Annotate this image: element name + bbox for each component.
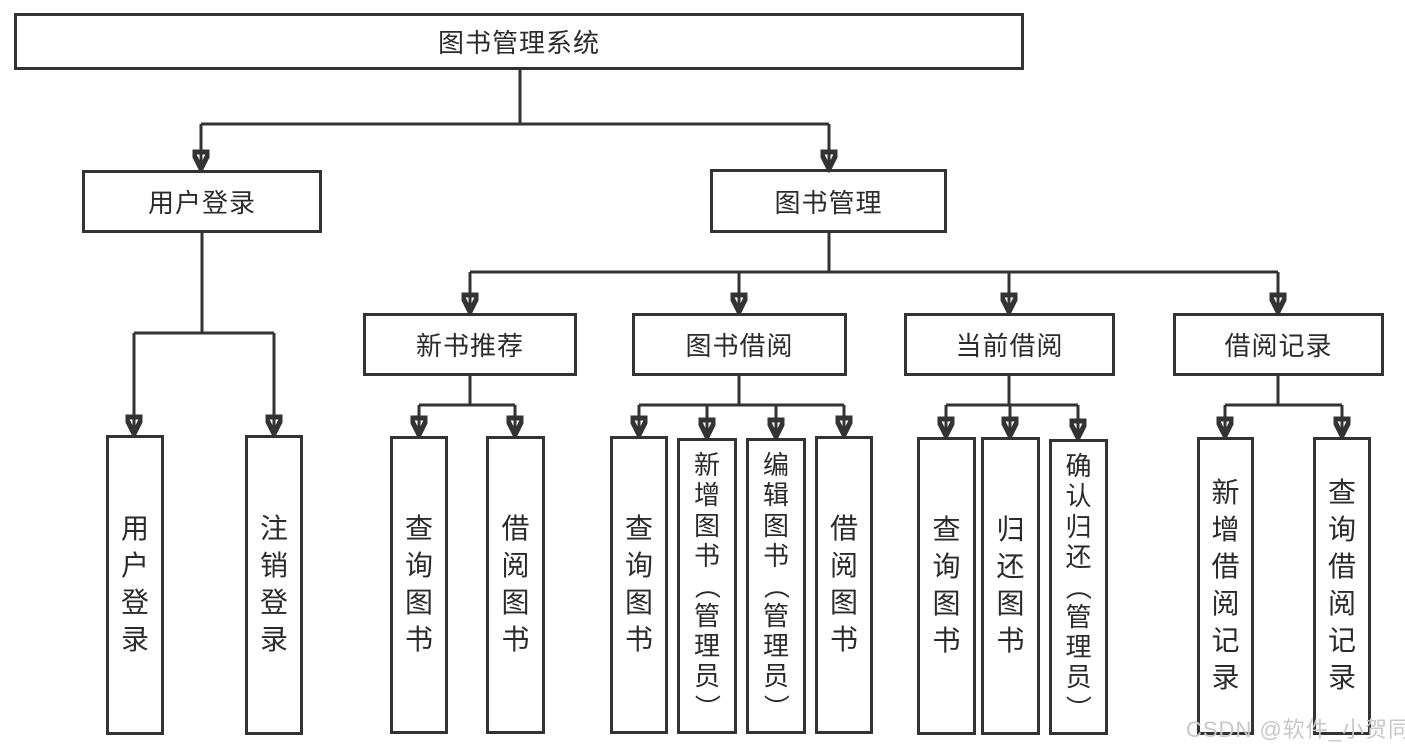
leaf-query-borrow-record: 查询借阅记录 — [1313, 437, 1371, 735]
leaf-return-book-label: 归还图书 — [996, 514, 1025, 656]
leaf-query-book-recommend-label: 查询图书 — [404, 513, 433, 655]
leaf-query-borrow-record-label: 查询借阅记录 — [1327, 477, 1356, 693]
connector-bookborrow-to-leaves — [639, 376, 844, 436]
node-current-borrow-label: 当前借阅 — [955, 331, 1064, 361]
leaf-query-book-borrow: 查询图书 — [610, 436, 668, 734]
leaf-confirm-return-admin-label: 确认归还（管理员） — [1063, 451, 1094, 721]
connector-root-to-level2 — [201, 70, 829, 168]
leaf-logout: 注销登录 — [245, 435, 303, 735]
connector-userlogin-to-leaves — [134, 233, 274, 433]
leaf-borrow-book-recommend: 借阅图书 — [486, 436, 545, 734]
leaf-add-borrow-record: 新增借阅记录 — [1197, 437, 1254, 735]
node-book-borrow: 图书借阅 — [632, 313, 847, 376]
leaf-user-login-label: 用户登录 — [120, 513, 149, 655]
node-new-book-recommend: 新书推荐 — [363, 313, 577, 376]
csdn-watermark: CSDN @软件_小贺同学 — [1186, 717, 1405, 742]
node-current-borrow: 当前借阅 — [904, 313, 1115, 376]
leaf-add-book-admin-label: 新增图书（管理员） — [692, 450, 723, 720]
leaf-edit-book-admin-label: 编辑图书（管理员） — [761, 450, 792, 720]
node-book-borrow-label: 图书借阅 — [685, 331, 794, 361]
leaf-user-login: 用户登录 — [106, 435, 164, 735]
leaf-return-book: 归还图书 — [981, 437, 1040, 735]
leaf-query-book-current: 查询图书 — [917, 437, 976, 735]
connector-borrowrecord-to-leaves — [1225, 376, 1342, 435]
leaf-add-borrow-record-label: 新增借阅记录 — [1211, 477, 1240, 693]
connector-currentborrow-to-leaves — [946, 376, 1078, 437]
node-user-login: 用户登录 — [82, 170, 322, 233]
leaf-borrow-book-borrow-label: 借阅图书 — [829, 513, 858, 655]
connector-newbookrec-to-leaves — [419, 376, 515, 434]
leaf-logout-label: 注销登录 — [259, 513, 288, 655]
leaf-add-book-admin: 新增图书（管理员） — [677, 438, 737, 734]
leaf-edit-book-admin: 编辑图书（管理员） — [746, 438, 806, 734]
node-book-management-label: 图书管理 — [774, 187, 883, 218]
connector-bookmgmt-to-level3 — [470, 233, 1278, 311]
leaf-query-book-borrow-label: 查询图书 — [624, 513, 653, 655]
leaf-query-book-current-label: 查询图书 — [932, 514, 961, 656]
leaf-borrow-book-borrow: 借阅图书 — [815, 436, 873, 734]
leaf-query-book-recommend: 查询图书 — [390, 436, 448, 734]
node-borrow-record-label: 借阅记录 — [1224, 331, 1333, 361]
node-root-label: 图书管理系统 — [437, 28, 600, 58]
node-root-system: 图书管理系统 — [14, 13, 1024, 70]
node-new-book-recommend-label: 新书推荐 — [415, 331, 524, 361]
leaf-confirm-return-admin: 确认归还（管理员） — [1049, 439, 1108, 735]
node-user-login-label: 用户登录 — [147, 188, 256, 218]
node-borrow-record: 借阅记录 — [1173, 313, 1384, 376]
leaf-borrow-book-recommend-label: 借阅图书 — [501, 513, 530, 655]
node-book-management: 图书管理 — [710, 169, 947, 233]
